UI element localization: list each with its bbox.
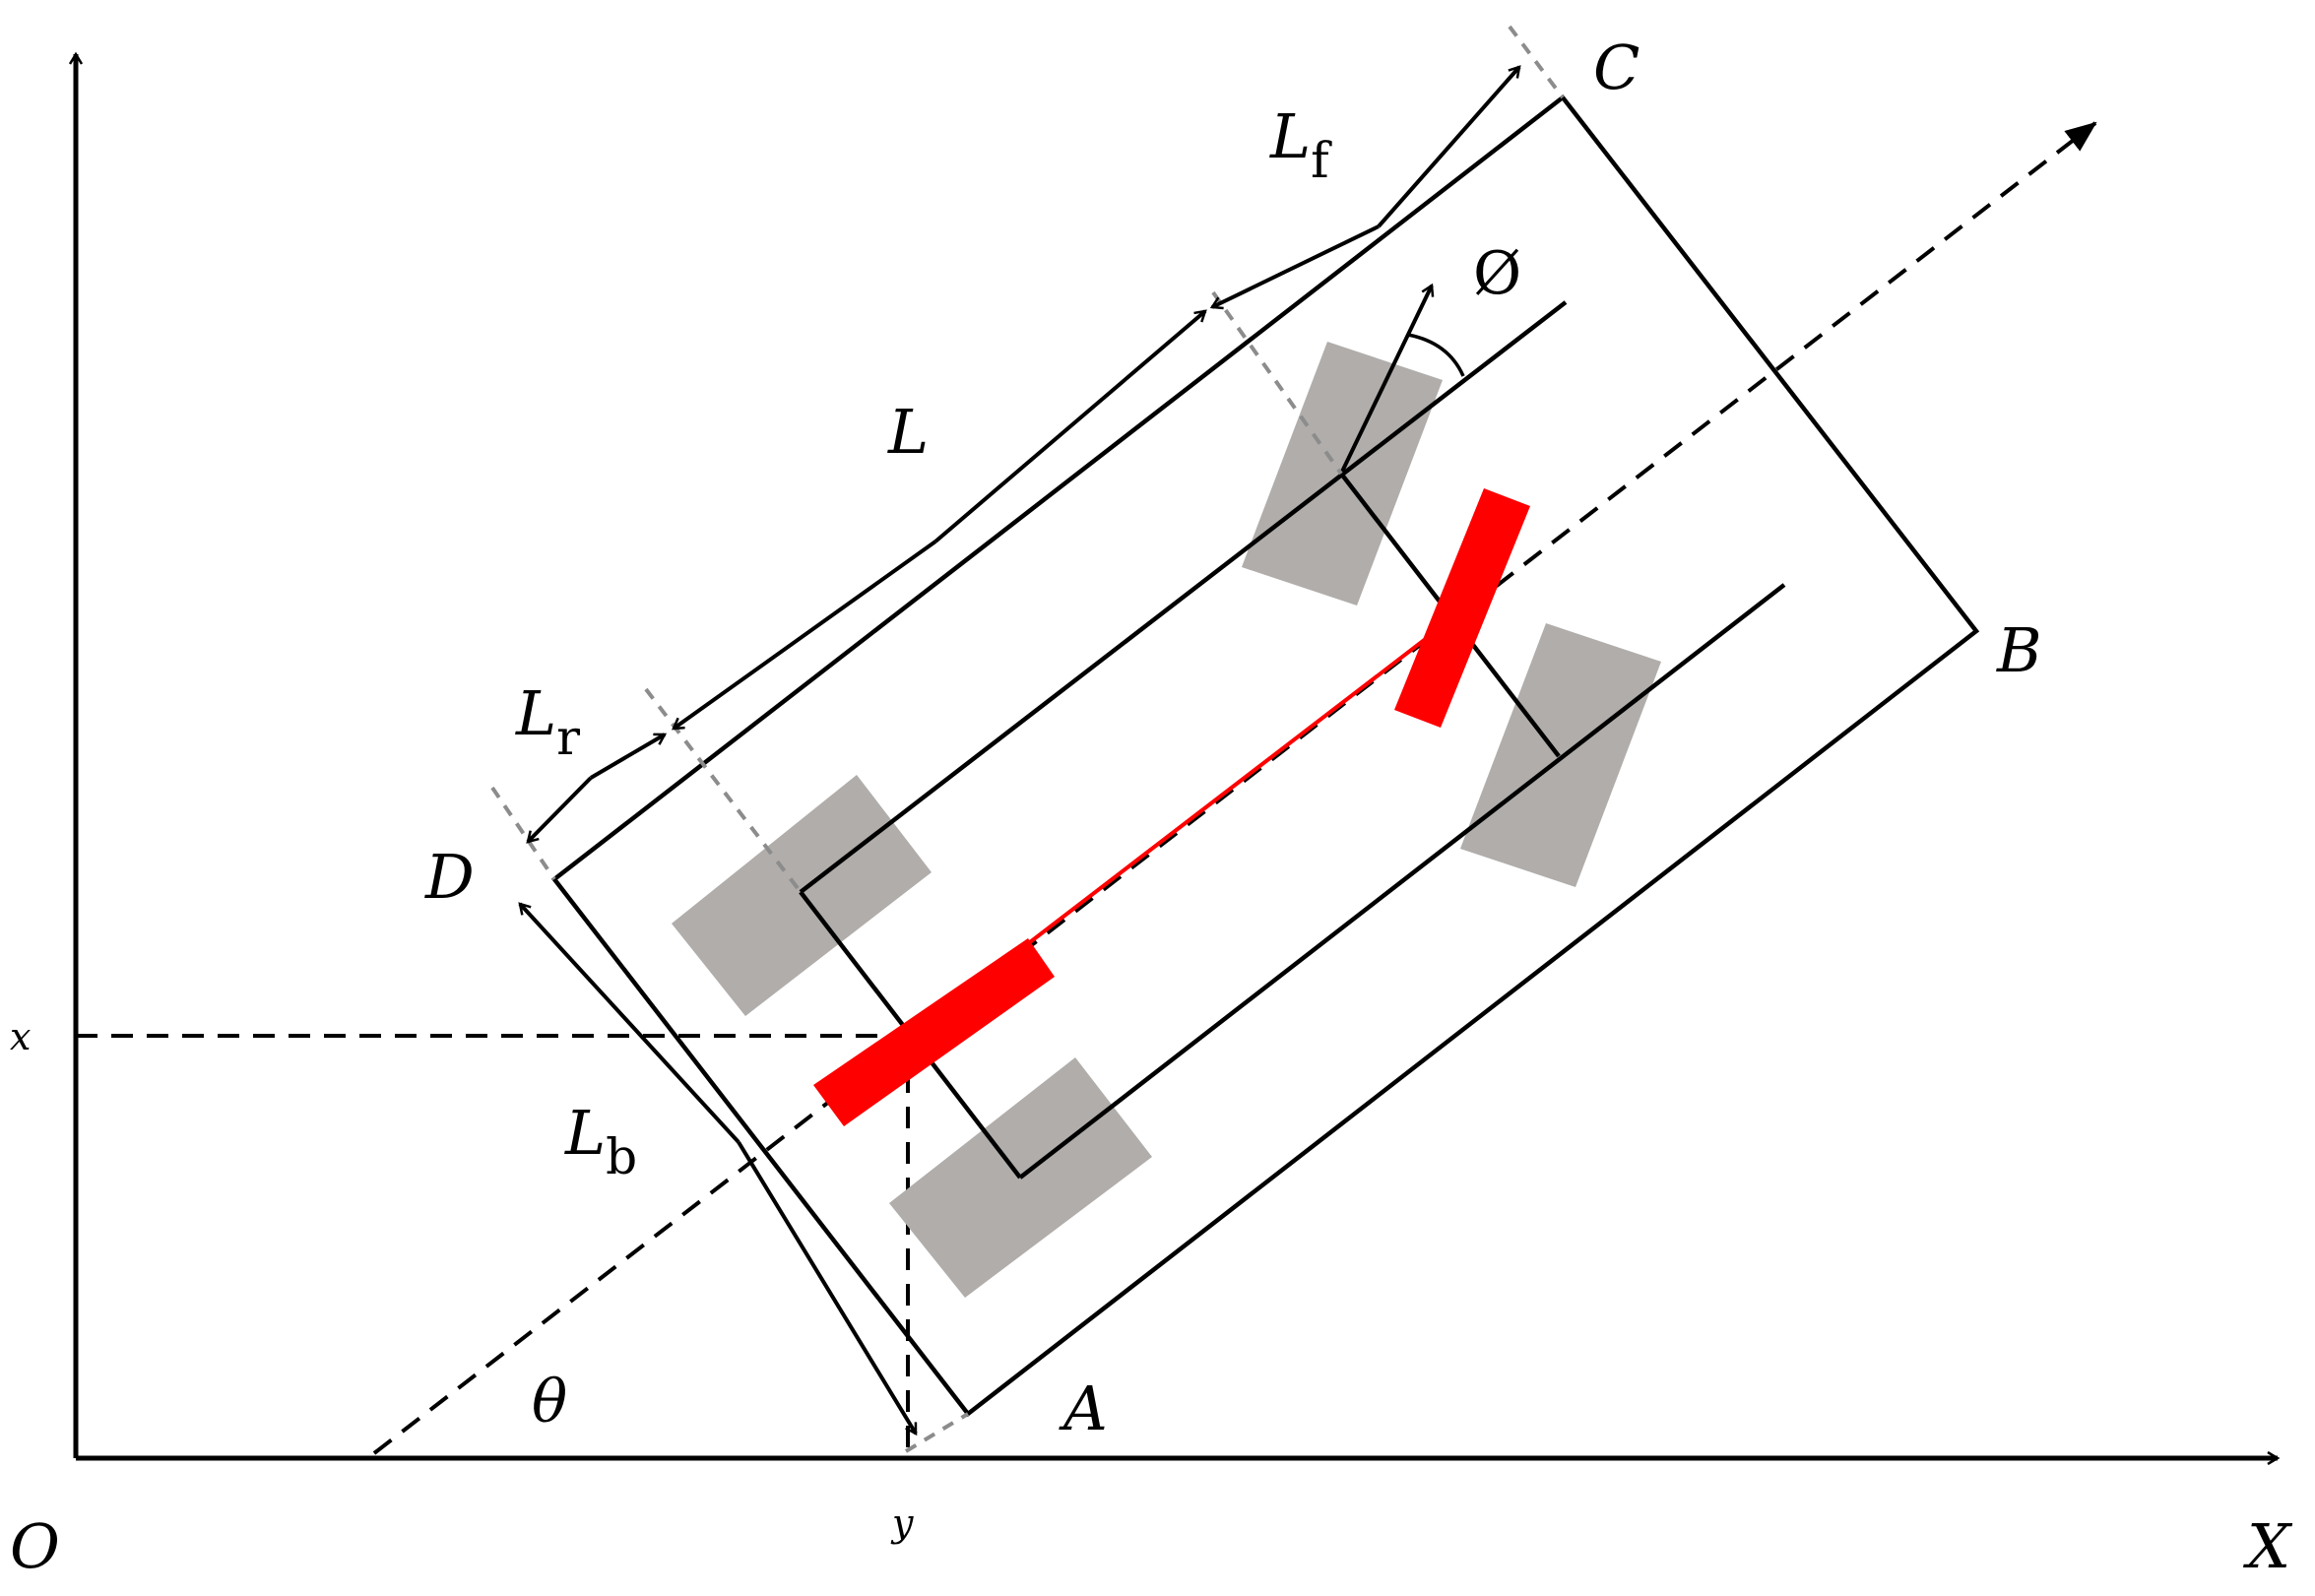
rear-overhang-main: L (515, 677, 556, 749)
rear-overhang-arrow-down (528, 776, 593, 842)
body-width-main: L (564, 1097, 606, 1169)
x-axis-label: X (2243, 1510, 2293, 1582)
front-overhang-label: Lf (1269, 100, 1332, 189)
origin-label: O (10, 1510, 60, 1582)
phi-label: Ø (1473, 239, 1521, 308)
dimension-guides (490, 25, 1565, 1453)
x-coordinate-label: x (10, 1015, 31, 1058)
corner-a-label: A (1059, 1373, 1108, 1444)
left-frame-rail (799, 300, 1568, 894)
corner-c-label: C (1593, 32, 1640, 103)
steering-angle-indicator (1339, 286, 1465, 475)
guide-front-axle (1211, 290, 1343, 476)
coordinate-axes (76, 54, 2278, 1458)
rear-overhang-arrow-up (589, 733, 665, 780)
rear-overhang-subscript: r (556, 709, 580, 766)
rear-overhang-label: Lr (515, 677, 580, 766)
wheelbase-label: L (887, 396, 929, 468)
corner-b-label: B (1996, 614, 2042, 686)
corner-d-label: D (424, 841, 475, 913)
right-frame-rail (1018, 583, 1786, 1180)
heading-centerline (372, 121, 2097, 1455)
y-coordinate-label: y (890, 1501, 914, 1545)
body-width-subscript: b (606, 1128, 637, 1185)
labels: O X A B C D θ Ø x y L Lf Lr Lb (10, 32, 2293, 1582)
guide-rear-edge (490, 786, 556, 881)
body-width-label: Lb (564, 1097, 637, 1185)
guide-front-edge (1508, 25, 1565, 99)
position-projections (76, 1034, 910, 1458)
front-overhang-arrow-up (1377, 67, 1519, 228)
front-overhang-main: L (1269, 100, 1311, 172)
bicycle-model (813, 488, 1530, 1126)
steering-angle-arc (1407, 333, 1465, 377)
dimension-arrows (520, 67, 1519, 1434)
wheelbase-arrow-up (933, 311, 1205, 543)
front-overhang-subscript: f (1311, 132, 1332, 189)
front-right-wheel (1460, 623, 1661, 887)
rear-virtual-wheel (813, 938, 1055, 1126)
wheels (672, 342, 1661, 1298)
theta-label: θ (532, 1368, 567, 1436)
steering-arrow (1339, 286, 1432, 475)
width-arrow-down (737, 1140, 918, 1434)
front-virtual-wheel (1394, 488, 1530, 728)
front-overhang-arrow-down (1212, 224, 1380, 307)
wheelbase-arrow-down (674, 540, 937, 731)
vehicle-body-outline (550, 94, 1980, 1418)
width-arrow-up (520, 904, 740, 1144)
